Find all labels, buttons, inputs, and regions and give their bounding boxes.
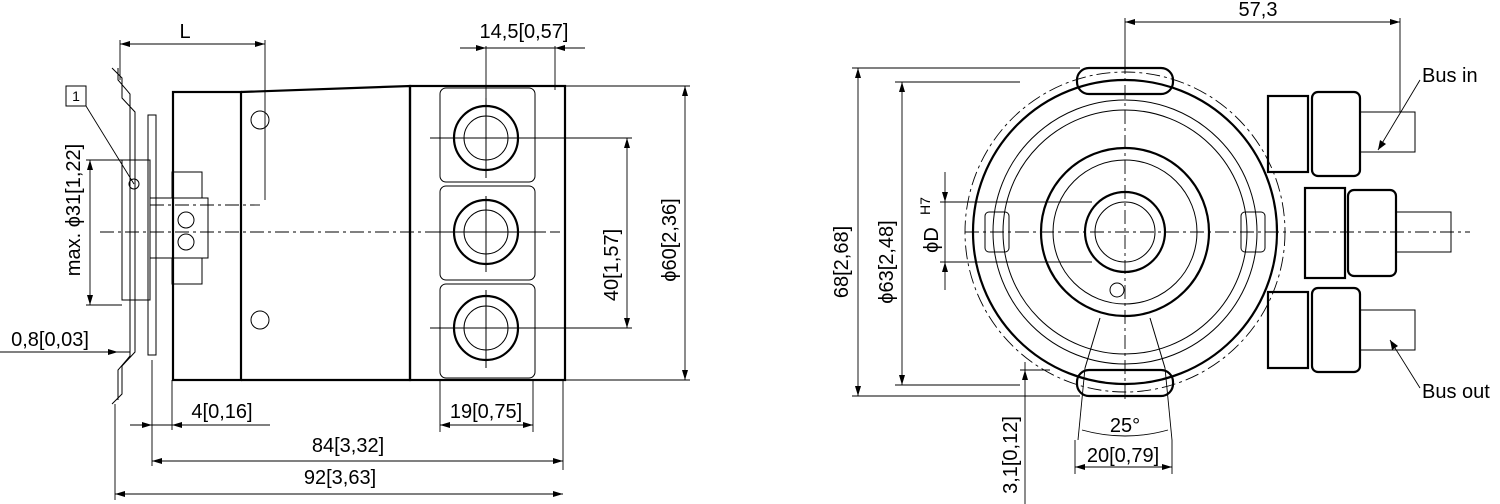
set-screw-marker [128, 178, 140, 190]
side-view: 1 L max. ϕ31[1,22] 0,8[0,03] 4[0,16] [0, 21, 690, 500]
gland-box-2 [439, 185, 536, 281]
marker-box [65, 85, 87, 107]
dim-max-shaft-label: max. ϕ31[1,22] [63, 144, 85, 276]
bus-in-gland-base [1266, 94, 1310, 174]
clamp-block [149, 197, 209, 259]
bus-out-label: Bus out [1422, 381, 1490, 403]
dim-bore-tolerance: H7 [917, 197, 933, 215]
dim-flange-thickness-label: 0,8[0,03] [11, 329, 89, 351]
bus-out-gland-nut [1310, 286, 1362, 374]
dim-gland-pitch-label: 40[1,57] [601, 229, 623, 301]
housing-front [171, 90, 243, 382]
dim-gland-width-top-label: 14,5[0,57] [480, 21, 569, 43]
housing-body [240, 84, 412, 382]
dim-length-92-label: 92[3,63] [304, 467, 376, 489]
front-view: 57,3 68[2,68] ϕ63[2,48] ϕD H7 25° [831, 0, 1490, 504]
bus-in-gland-nut [1310, 90, 1362, 178]
dim-bore-label: ϕD [921, 227, 943, 253]
bus-in-label: Bus in [1422, 65, 1478, 87]
dim-slot-label: 20[0,79] [1087, 445, 1159, 467]
bus-in-cable [1359, 111, 1416, 153]
gland-box-3 [439, 283, 536, 379]
clamp-screw-bottom [177, 233, 195, 251]
shaft-collar [121, 159, 151, 301]
dim-offset-label: 4[0,16] [191, 401, 252, 423]
dim-68-label: 68[2,68] [831, 226, 853, 298]
housing-screw-bottom [250, 310, 270, 330]
dim-length-84-label: 84[3,32] [312, 435, 384, 457]
bore-key [1109, 282, 1125, 298]
bus-out-gland-base [1266, 290, 1310, 370]
bus-mid-gland-base [1303, 186, 1347, 280]
bus-mid-cable [1395, 211, 1452, 253]
marker-number: 1 [72, 88, 80, 104]
dim-gland-width-bottom-label: 19[0,75] [450, 401, 522, 423]
dim-57-label: 57,3 [1239, 0, 1278, 21]
clamp-screw-top [177, 211, 195, 229]
dim-63-label: ϕ63[2,48] [876, 220, 898, 304]
connector-cap [408, 84, 567, 382]
gland-box-1 [439, 87, 536, 183]
housing-screw-top [250, 110, 270, 130]
slot-wedge [1084, 317, 1166, 369]
dim-diameter-60-label: ϕ60[2,36] [659, 198, 681, 282]
dim-depth-label: 3,1[0,12] [1000, 416, 1022, 494]
bus-out-cable [1359, 309, 1416, 351]
flange-bracket [111, 67, 136, 405]
dim-angle-label: 25° [1110, 415, 1140, 437]
clamp-upper [171, 171, 203, 199]
dim-l-label: L [179, 21, 190, 43]
clamp-lower [171, 257, 203, 285]
bus-mid-gland-nut [1346, 188, 1398, 278]
flange-plate [147, 114, 157, 356]
